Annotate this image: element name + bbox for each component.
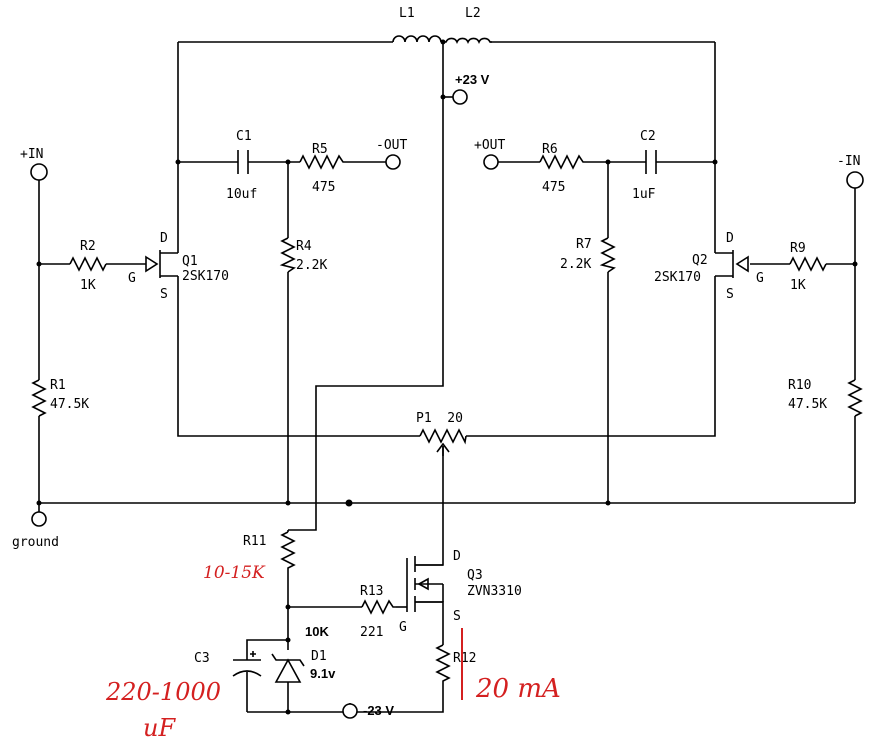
- terminal-minus-in: [846, 171, 864, 189]
- label-q1: Q1: [182, 254, 198, 269]
- label-plus23v: +23 V: [455, 72, 490, 87]
- label-q1-g: G: [128, 271, 136, 286]
- label-r4: R4: [296, 239, 312, 254]
- capacitor-c1: [237, 150, 249, 174]
- resistor-r13: [361, 599, 396, 615]
- label-r13: R13: [360, 584, 383, 599]
- label-q1-type: 2SK170: [182, 269, 229, 284]
- component-labels: L1 L2 +23 V C1 10uf R5 475 -OUT +OUT R6 …: [12, 6, 860, 718]
- label-q2: Q2: [692, 253, 708, 268]
- label-q2-d: D: [726, 231, 734, 246]
- label-r2-value: 1K: [80, 278, 96, 293]
- label-minus-in: -IN: [837, 154, 860, 169]
- annotation-c3-value-line1: 220-1000: [105, 678, 221, 706]
- resistor-r6: [539, 154, 586, 170]
- junction-dots: [36, 39, 858, 715]
- label-q2-type: 2SK170: [654, 270, 701, 285]
- label-r6-value: 475: [542, 180, 565, 195]
- terminal-plus23v: [452, 89, 468, 105]
- label-r5-value: 475: [312, 180, 335, 195]
- potentiometer-p1: [419, 428, 467, 456]
- label-c2: C2: [640, 129, 656, 144]
- resistor-r11: [280, 531, 296, 570]
- label-p1: P1 20: [416, 411, 463, 426]
- jfet-q1: [145, 250, 178, 278]
- annotation-r11-value: 10-15K: [203, 563, 266, 583]
- label-r11: R11: [243, 534, 266, 549]
- wires: [38, 41, 856, 713]
- label-q3-type: ZVN3310: [467, 584, 522, 599]
- label-r2: R2: [80, 239, 96, 254]
- label-r10-value: 47.5K: [788, 397, 827, 412]
- label-d1: D1: [311, 649, 327, 664]
- resistor-r10: [847, 379, 863, 417]
- resistor-r5: [299, 154, 346, 170]
- annotation-c3-value-line2: uF: [143, 714, 176, 742]
- label-minus-out: -OUT: [376, 138, 407, 153]
- label-l1: L1: [399, 6, 415, 21]
- label-r6: R6: [542, 142, 558, 157]
- resistor-r7: [599, 237, 616, 273]
- label-r7: R7: [576, 237, 592, 252]
- terminal-minus-out: [385, 154, 401, 170]
- label-l2: L2: [465, 6, 481, 21]
- label-d1-value: 9.1v: [310, 666, 336, 681]
- annotation-r12-current: 20 mA: [475, 674, 561, 704]
- label-r12: R12: [453, 651, 476, 666]
- resistor-r2: [69, 256, 107, 272]
- capacitor-c3: [232, 651, 262, 677]
- label-r13-value: 221: [360, 625, 383, 640]
- inductor-l2: [443, 37, 492, 44]
- label-r7-value: 2.2K: [560, 257, 591, 272]
- label-q1-s: S: [160, 287, 168, 302]
- label-c3: C3: [194, 651, 210, 666]
- inductor-l1: [392, 35, 442, 43]
- label-c1-value: 10uf: [226, 187, 257, 202]
- label-c1: C1: [236, 129, 252, 144]
- label-q3-d: D: [453, 549, 461, 564]
- terminal-plus-out: [483, 154, 499, 170]
- label-r5: R5: [312, 142, 328, 157]
- label-r9-value: 1K: [790, 278, 806, 293]
- jfet-q2: [715, 250, 749, 278]
- terminal-minus23v: [342, 703, 358, 719]
- resistor-r12: [435, 644, 451, 690]
- label-10k: 10K: [305, 624, 329, 639]
- handwritten-annotations: 10-15K 220-1000 uF 20 mA: [105, 563, 561, 742]
- terminal-ground: [31, 511, 47, 527]
- label-plus-in: +IN: [20, 147, 43, 162]
- zener-d1: [271, 653, 305, 683]
- label-c2-value: 1uF: [632, 187, 656, 202]
- mosfet-q3: [406, 556, 444, 612]
- capacitor-c2: [645, 150, 657, 174]
- label-q3-s: S: [453, 609, 461, 624]
- resistor-r4: [279, 237, 296, 273]
- terminal-plus-in: [30, 163, 48, 181]
- label-r1: R1: [50, 378, 66, 393]
- resistor-r1: [31, 379, 47, 417]
- label-q2-s: S: [726, 287, 734, 302]
- label-minus23v: -23 V: [363, 703, 394, 718]
- label-q2-g: G: [756, 271, 764, 286]
- label-r10: R10: [788, 378, 811, 393]
- label-q3-g: G: [399, 620, 407, 635]
- label-plus-out: +OUT: [474, 138, 505, 153]
- label-ground: ground: [12, 535, 59, 550]
- label-q1-d: D: [160, 231, 168, 246]
- resistor-r9: [789, 256, 827, 272]
- terminals: [30, 89, 864, 719]
- label-q3: Q3: [467, 568, 483, 583]
- label-r9: R9: [790, 241, 806, 256]
- label-r4-value: 2.2K: [296, 258, 327, 273]
- label-r1-value: 47.5K: [50, 397, 89, 412]
